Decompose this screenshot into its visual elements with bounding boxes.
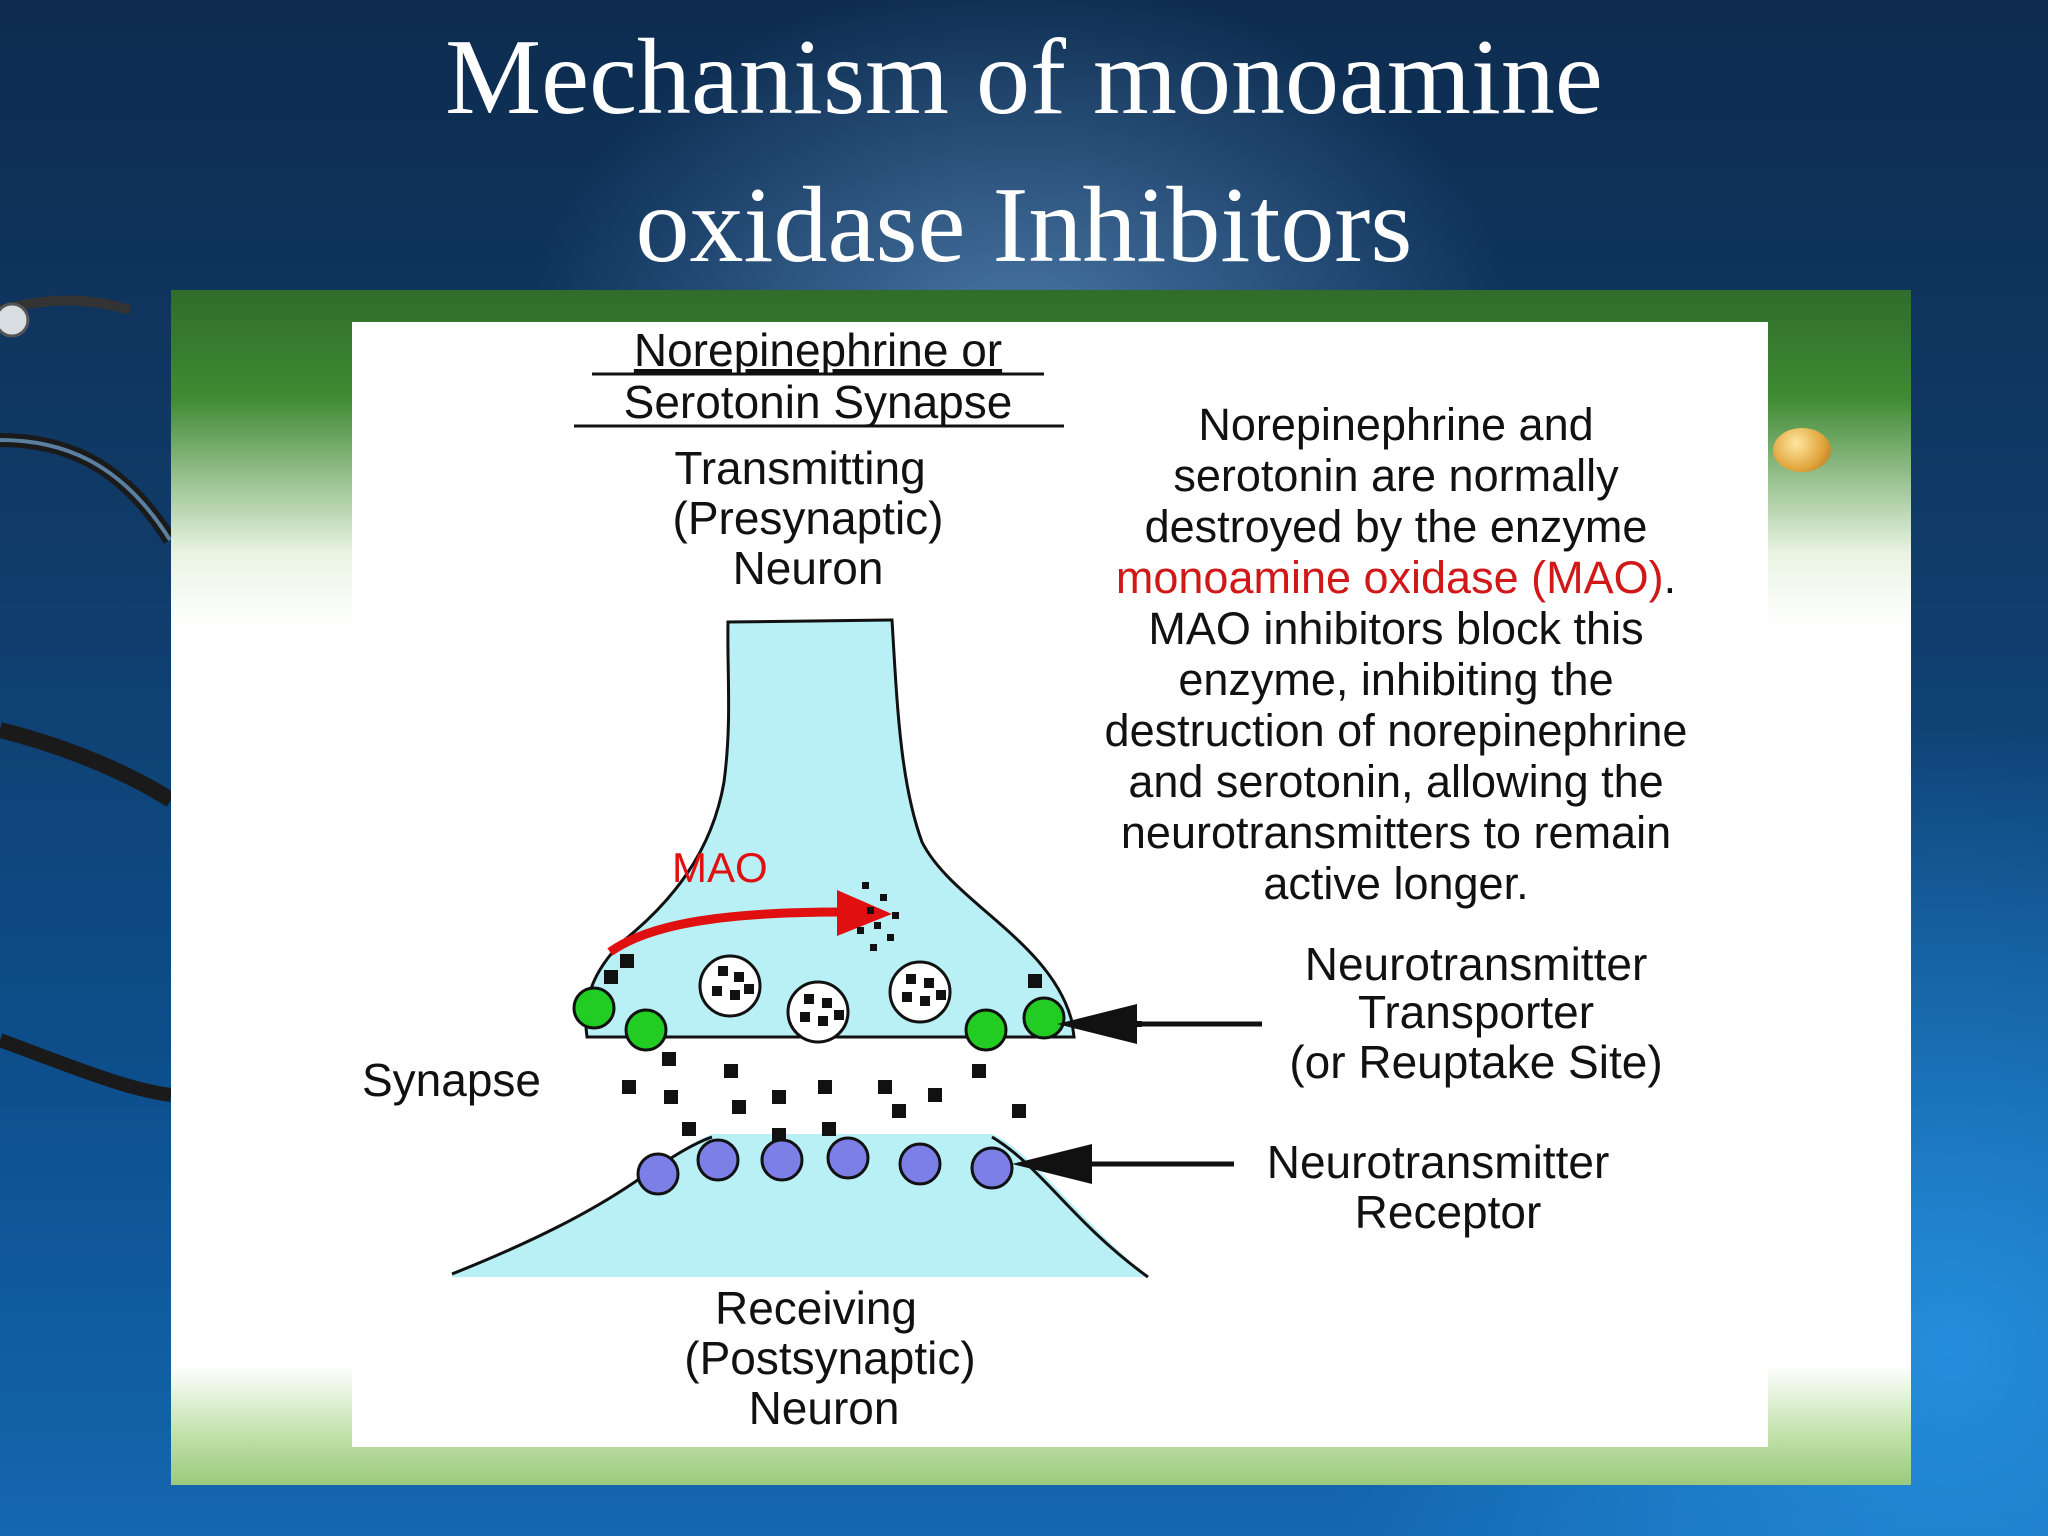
- presynaptic-label-line-2: (Presynaptic): [673, 492, 944, 544]
- title-line-1: Mechanism of monoamine: [445, 18, 1603, 137]
- vesicle: [698, 954, 762, 1018]
- mao-arrow-head: [837, 890, 892, 936]
- description-line: destruction of norepinephrine: [1105, 705, 1688, 756]
- destroyed-fragments: [857, 882, 899, 951]
- synapse-diagram-panel: Norepinephrine or Serotonin Synapse Tran…: [352, 322, 1768, 1447]
- neurotransmitter-receptors: [636, 1136, 1014, 1196]
- presynaptic-neuron: [584, 618, 1076, 1039]
- neurotransmitter-transporters: [572, 986, 1066, 1052]
- receptor-pointer-head: [1012, 1144, 1092, 1184]
- stethoscope-decoration: [0, 295, 176, 1102]
- postsynaptic-label-line-1: Receiving: [715, 1282, 917, 1334]
- diagram-heading-line-1: Norepinephrine or: [634, 324, 1002, 376]
- description-line: enzyme, inhibiting the: [1178, 654, 1613, 705]
- presynaptic-label-line-3: Neuron: [733, 542, 884, 594]
- description-line: MAO inhibitors block this: [1148, 603, 1643, 654]
- description-line: neurotransmitters to remain: [1121, 807, 1671, 858]
- neurotransmitter-molecules-presynaptic: [604, 954, 1042, 988]
- orb-decoration: [1773, 428, 1831, 472]
- receptor-label-line-2: Receptor: [1355, 1186, 1542, 1238]
- vesicle: [888, 960, 952, 1024]
- receptor-label-line-1: Neurotransmitter: [1267, 1136, 1610, 1188]
- vesicle: [786, 980, 850, 1044]
- transporter-label-line-2: Transporter: [1358, 986, 1594, 1038]
- postsynaptic-label-line-2: (Postsynaptic): [684, 1332, 975, 1384]
- title-line-2: oxidase Inhibitors: [635, 166, 1413, 285]
- description-line: active longer.: [1263, 858, 1528, 909]
- postsynaptic-label-line-3: Neuron: [749, 1382, 900, 1434]
- transporter-label-line-1: Neurotransmitter: [1305, 938, 1648, 990]
- neurotransmitter-molecules-cleft: [622, 1052, 1026, 1142]
- presynaptic-label-line-1: Transmitting: [674, 442, 925, 494]
- transporter-label-line-3: (or Reuptake Site): [1289, 1036, 1662, 1088]
- mao-arrow: [607, 907, 843, 956]
- mao-label: MAO: [672, 844, 768, 891]
- transporter-pointer-head: [1057, 1004, 1137, 1044]
- slide-title: Mechanism of monoamine oxidase Inhibitor…: [0, 4, 2048, 300]
- description-line: Norepinephrine and: [1198, 399, 1593, 450]
- postsynaptic-outline: [451, 1135, 1149, 1279]
- diagram-heading-line-2: Serotonin Synapse: [624, 376, 1013, 428]
- synapse-diagram: Norepinephrine or Serotonin Synapse Tran…: [362, 324, 1688, 1434]
- description-line: serotonin are normally: [1173, 450, 1619, 501]
- description-line: monoamine oxidase (MAO).: [1116, 552, 1676, 603]
- synapse-label: Synapse: [362, 1054, 541, 1106]
- description-line: destroyed by the enzyme: [1145, 501, 1648, 552]
- description-line: and serotonin, allowing the: [1128, 756, 1663, 807]
